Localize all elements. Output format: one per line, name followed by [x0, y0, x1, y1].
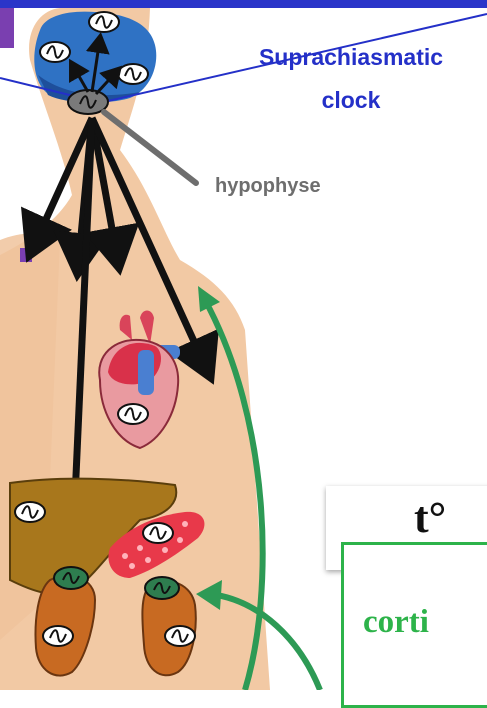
clock-icon: [118, 404, 148, 424]
temperature-label: t°: [414, 492, 446, 543]
purple-accent: [20, 248, 32, 262]
clock-icon: [118, 64, 148, 84]
clock-icon: [43, 626, 73, 646]
top-bar: [0, 0, 487, 8]
clock-icon: [165, 626, 195, 646]
scn-clock-label-line1: Suprachiasmatic: [222, 36, 480, 79]
clock-icon: [40, 42, 70, 62]
purple-accent: [0, 8, 14, 48]
clock-icon: [89, 12, 119, 32]
scn-clock-label-line2: clock: [222, 79, 480, 122]
scn-clock-label: Suprachiasmatic clock: [222, 36, 480, 122]
clock-icon: [143, 523, 173, 543]
clock-icon: [15, 502, 45, 522]
adrenal-clock-icon: [54, 567, 88, 589]
cortisol-label: corti: [363, 604, 429, 641]
hypophyse-label: hypophyse: [215, 175, 321, 198]
adrenal-clock-icon: [145, 577, 179, 599]
